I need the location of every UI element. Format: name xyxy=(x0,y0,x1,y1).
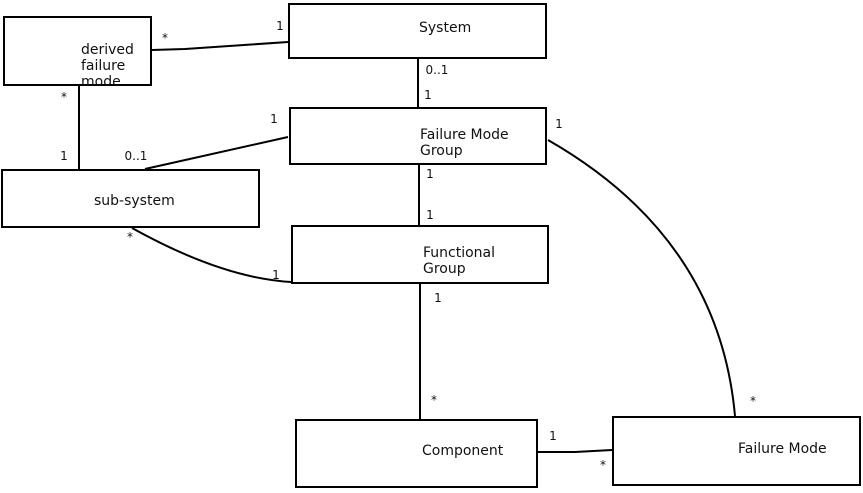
node-failure-mode-group-label: Failure Mode Group xyxy=(420,127,509,159)
multiplicity-fg-component-one: 1 xyxy=(434,291,442,305)
connector-sub-system-functional-group xyxy=(131,227,292,283)
multiplicity-subsystem-fg-one: 1 xyxy=(272,268,280,282)
node-failure-mode[interactable]: Failure Mode xyxy=(612,416,861,486)
multiplicity-fmg-fg-one-bottom: 1 xyxy=(426,208,434,222)
multiplicity-subsystem-fmg-one: 1 xyxy=(270,112,278,126)
multiplicity-system-fmg-one: 1 xyxy=(424,88,432,102)
connector-sub-system-failure-mode-group xyxy=(144,136,289,170)
multiplicity-system-fmg-zeroone: 0..1 xyxy=(425,63,449,77)
node-derived-failure-mode-label: derived failure mode xyxy=(81,42,134,90)
multiplicity-subsystem-fg-star: * xyxy=(127,230,133,244)
node-functional-group-label: Functional Group xyxy=(423,245,496,277)
node-failure-mode-label: Failure Mode xyxy=(738,441,827,457)
connector-component-failure-mode xyxy=(538,449,613,453)
multiplicity-derived-system-star: * xyxy=(162,31,168,45)
multiplicity-derived-subsystem-one: 1 xyxy=(60,149,68,163)
connector-derived-failure-mode-system xyxy=(151,41,289,51)
multiplicity-derived-subsystem-star: * xyxy=(61,90,67,104)
multiplicity-subsystem-fmg-zeroone: 0..1 xyxy=(124,149,148,163)
node-component[interactable]: Component xyxy=(295,419,538,488)
multiplicity-fmg-fm-one: 1 xyxy=(555,117,563,131)
connector-failure-mode-group-failure-mode xyxy=(547,139,736,417)
node-system[interactable]: System xyxy=(288,3,547,59)
node-derived-failure-mode[interactable]: derived failure mode xyxy=(3,16,152,90)
multiplicity-fg-component-star: * xyxy=(431,393,437,407)
multiplicity-derived-system-one: 1 xyxy=(276,19,284,33)
multiplicity-component-fm-one: 1 xyxy=(549,429,557,443)
node-system-label: System xyxy=(419,20,472,36)
multiplicity-component-fm-star: * xyxy=(600,458,606,472)
node-sub-system[interactable]: sub-system xyxy=(1,169,260,228)
node-functional-group[interactable]: Functional Group xyxy=(291,225,549,284)
node-failure-mode-group[interactable]: Failure Mode Group xyxy=(289,107,547,165)
multiplicity-fmg-fm-star: * xyxy=(750,394,756,408)
node-sub-system-label: sub-system xyxy=(94,193,175,209)
multiplicity-fmg-fg-one-top: 1 xyxy=(426,167,434,181)
node-component-label: Component xyxy=(422,443,504,459)
